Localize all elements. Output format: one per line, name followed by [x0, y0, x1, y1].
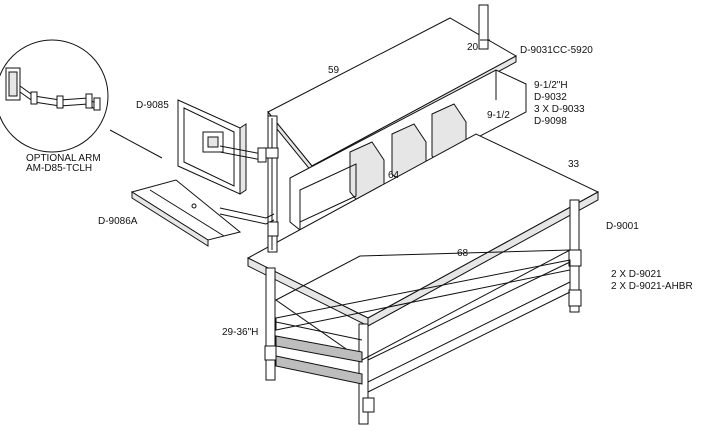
monitor-arm	[219, 145, 279, 163]
label-dim-33: 33	[568, 159, 580, 170]
label-dim-59: 59	[328, 65, 340, 76]
monitor	[177, 99, 247, 195]
label-part-9021-ahbr: 2 X D-9021-AHBR	[611, 281, 693, 292]
label-height-note: 9-1/2"H	[534, 80, 568, 91]
optional-arm-detail	[0, 39, 109, 153]
lower-frame	[275, 249, 571, 393]
legs	[264, 199, 582, 425]
label-dim-64: 64	[388, 170, 400, 181]
label-optional-arm-title: OPTIONAL ARM	[26, 153, 101, 164]
label-height-range: 29-36"H	[222, 327, 258, 338]
label-part-9086A: D-9086A	[98, 216, 138, 227]
work-surface	[246, 133, 600, 327]
label-part-9098: D-9098	[534, 116, 567, 127]
label-part-9001: D-9001	[606, 221, 639, 232]
label-part-9085: D-9085	[136, 100, 169, 111]
label-optional-arm-part: AM-D85-TCLH	[26, 163, 92, 174]
label-part-shelf: D-9031CC-5920	[520, 45, 593, 56]
leader-lines	[109, 129, 163, 159]
label-dim-68: 68	[457, 248, 469, 259]
label-dim-9-1-2: 9-1/2	[487, 110, 510, 121]
label-part-9021: 2 X D-9021	[611, 269, 662, 280]
keyboard-tray	[130, 179, 279, 247]
label-dim-20: 20	[467, 42, 479, 53]
label-part-9033: 3 X D-9033	[534, 104, 585, 115]
label-part-9032: D-9032	[534, 92, 567, 103]
